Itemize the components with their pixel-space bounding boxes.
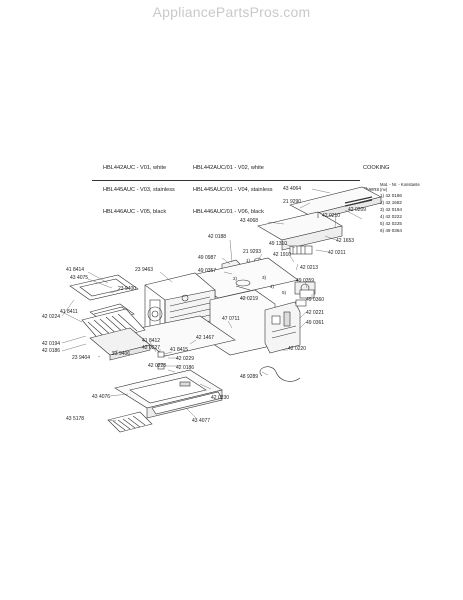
cooling-cover [257,211,343,251]
callout-label: 42 1467 [196,335,214,341]
callout-label: 42 0213 [300,265,318,271]
model-list-primary: HBL442AUC - V01, white HBL445AUC - V03, … [103,151,175,223]
legend-item: 2) 42 1682 [380,200,402,205]
mark-label: 5) [282,290,287,295]
mark-label: 4) [270,284,275,289]
callout-label: 21 9290 [283,199,301,205]
broil-element [69,274,139,301]
callout-label: 42 0188 [208,234,226,240]
callout-label: 42 0186 [42,348,60,354]
callout-label: 41 8415 [170,347,188,353]
callout-label: 23 9406 [112,351,130,357]
header-rule [92,180,360,181]
callout-label: 42 0228 [148,363,166,369]
category-subtitle: Ovens [363,187,380,194]
callout-label: 42 0219 [240,296,258,302]
constant-parts-legend: Mat. - Nr. - Konstante (nv) 1) 42 0186 2… [380,182,420,234]
callout-label: 43 4075 [70,275,88,281]
legend-item: 4) 42 0222 [380,214,402,219]
callout-label: 43 4077 [192,418,210,424]
callout-label: 42 0220 [288,346,306,352]
legend-item: 3) 42 0194 [380,207,402,212]
callout-label: 48 9289 [240,374,258,380]
callout-label: 43 4068 [240,218,258,224]
legend-item: 5) 42 0225 [380,221,402,226]
callout-label: 42 0221 [306,310,324,316]
callout-label: 42 0209 [348,207,366,213]
callout-label: 43 4076 [92,394,110,400]
drawer-front [151,381,223,415]
callout-label: 42 0227 [142,345,160,351]
site-watermark: AppliancePartsPros.com [152,4,311,20]
callout-label: 42 1653 [336,238,354,244]
callout-label: 42 0224 [42,314,60,320]
callout-label: 41 8411 [60,309,78,315]
model-line: HBL446AUC/01 - V06, black [193,208,264,215]
model-line: HBL445AUC/01 - V04, stainless [193,187,273,194]
callout-label: 49 0360 [306,297,324,303]
terminal-block [295,289,315,307]
power-cord [259,366,301,382]
callout-label: 49 0359 [296,278,314,284]
legend-item: 6) 49 0364 [380,228,402,233]
callout-label: 23 9463 [135,267,153,273]
callout-label: 42 0210 [322,213,340,219]
callout-label: 49 1310 [269,241,287,247]
legend-item: 1) 42 0186 [380,193,402,198]
callout-label: 49 0987 [198,255,216,261]
bottom-tray [107,411,153,433]
mark-label: 1) [246,258,251,263]
callout-label: 43 4064 [283,186,301,192]
category-title: COOKING [363,165,390,172]
leader-lines [61,188,363,422]
callout-label: 42 0186 [176,365,194,371]
broiler-pan [89,327,151,361]
callout-label: 42 0211 [328,250,346,256]
model-line: HBL442AUC - V01, white [103,165,167,172]
callout-label: 47 0711 [222,316,240,322]
top-vent-panel [289,186,382,222]
part-callouts: 43 4064 21 9290 42 0209 42 0210 43 4068 … [42,186,366,424]
model-line: HBL446AUC - V05, black [103,208,167,215]
legend-heading: Mat. - Nr. - Konstante [380,182,420,187]
mark-label: 3) [262,275,267,280]
callout-label: 42 1910 [273,252,291,258]
callout-label: 21 9293 [243,249,261,255]
callout-label: 41 8412 [142,338,160,344]
model-list-secondary: HBL442AUC/01 - V02, white HBL445AUC/01 -… [193,151,273,223]
callout-label: 43 5178 [66,416,84,422]
callout-label: 42 0194 [42,341,60,347]
callout-label: 41 8414 [66,267,84,273]
callout-label: 23 9404 [72,355,90,361]
callout-label: 49 0361 [306,320,324,326]
control-board [264,301,301,354]
legend-subheading: (nv) [380,187,388,192]
model-line: HBL442AUC/01 - V02, white [193,165,264,172]
mark-label: 2) [233,276,238,281]
category-block: COOKING Ovens [363,151,389,202]
callout-label: 23 9400 [118,286,136,292]
door-hinge [157,351,165,370]
callout-label: 49 0357 [198,268,216,274]
callout-label: 42 0229 [176,356,194,362]
model-line: HBL445AUC - V03, stainless [103,187,175,194]
constant-part-marks: 1) 2) 3) 4) 5) [233,258,287,295]
callout-label: 42 0230 [211,395,229,401]
